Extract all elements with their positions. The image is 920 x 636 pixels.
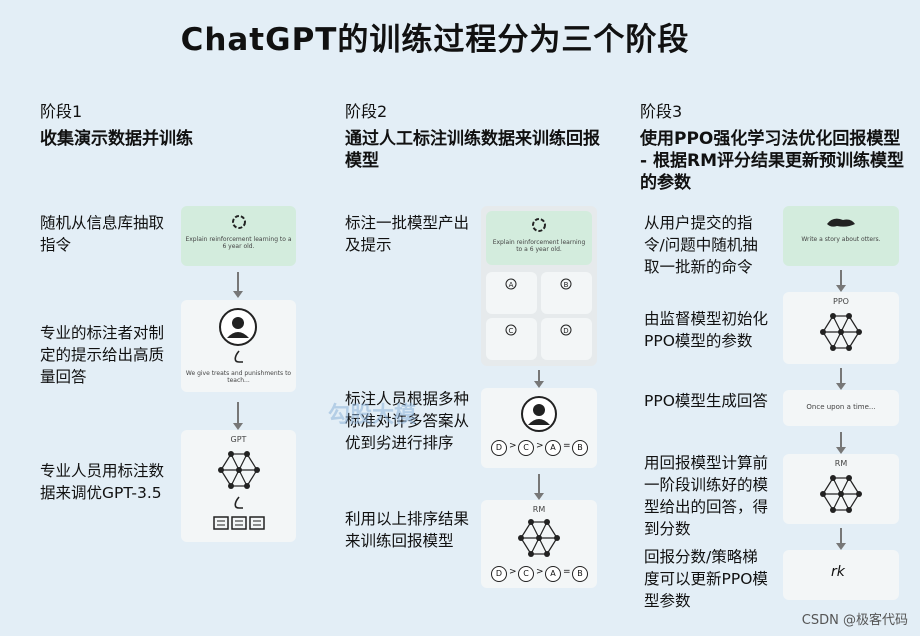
stage3-step1: 从用户提交的指令/问题中随机抽取一批新的命令 <box>644 214 758 276</box>
ranking-row: D>C>A=B <box>491 440 588 456</box>
watermark-text: 勾股大模 <box>328 403 417 428</box>
documents-icon <box>213 516 265 530</box>
ppo-output-text: Once upon a time... <box>806 403 876 411</box>
stage3-rm-card: RM <box>783 454 899 524</box>
rank-letter-b: B <box>572 440 588 456</box>
pencil-icon <box>234 350 243 363</box>
rank-letter-d: D <box>491 566 507 582</box>
stage2-prompt-card: Explain reinforcement learning to a 6 ye… <box>486 211 592 265</box>
reward-label: rk <box>831 564 845 580</box>
rank-separator: > <box>536 567 544 577</box>
stage2-step1: 标注一批模型产出及提示 <box>345 214 470 254</box>
rank-letter-a: A <box>545 566 561 582</box>
openai-icon <box>532 218 546 232</box>
stage2-prompt-text: Explain reinforcement learning to a 6 ye… <box>492 239 586 253</box>
neural-net-icon <box>820 475 862 513</box>
label-a-icon: A <box>505 278 517 290</box>
output-c: C <box>486 318 537 360</box>
stage3-output-card: Once upon a time... <box>783 390 899 426</box>
stage1-heading: 收集演示数据并训练 <box>40 129 193 149</box>
stage3-step2: 由监督模型初始化PPO模型的参数 <box>644 310 769 350</box>
output-d: D <box>541 318 592 360</box>
arrow <box>836 368 846 390</box>
rank-letter-a: A <box>545 440 561 456</box>
arrow <box>233 272 243 298</box>
stage3-heading: 使用PPO强化学习法优化回报模型 - 根据RM评分结果更新预训练模型的参数 <box>640 129 904 193</box>
person-icon <box>219 308 257 346</box>
stage3-reward-card: rk <box>783 550 899 600</box>
page-title: ChatGPT的训练过程分为三个阶段 <box>180 22 690 58</box>
svg-text:A: A <box>509 281 514 289</box>
rank-letter-d: D <box>491 440 507 456</box>
stage1-model-card: GPT <box>181 430 296 542</box>
stage3-ppo-card: PPO <box>783 292 899 364</box>
rank-separator: > <box>509 441 517 451</box>
rank-separator: = <box>563 441 571 451</box>
svg-text:C: C <box>509 327 514 335</box>
stage3-step5: 回报分数/策略梯度可以更新PPO模型参数 <box>644 548 768 610</box>
stage3-step4: 用回报模型计算前一阶段训练好的模型给出的回答，得到分数 <box>644 454 769 538</box>
arrow <box>836 270 846 292</box>
neural-net-icon <box>820 313 862 351</box>
arrow <box>836 528 846 550</box>
rank-separator: > <box>509 567 517 577</box>
ranking-row: D>C>A=B <box>491 566 588 582</box>
stage1-prompt-text: Explain reinforcement learning to a 6 ye… <box>185 236 292 250</box>
stage1-model-label: GPT <box>230 435 247 444</box>
pencil-icon <box>234 496 243 509</box>
rank-separator: = <box>563 567 571 577</box>
stage1-answer-text: We give treats and punishments to teach.… <box>185 370 292 384</box>
stage2-heading: 通过人工标注训练数据来训练回报模型 <box>345 129 600 171</box>
neural-net-icon <box>518 519 560 557</box>
stage3-label: 阶段3 <box>640 102 683 121</box>
output-b: B <box>541 272 592 314</box>
arrow <box>836 432 846 454</box>
svg-text:B: B <box>564 281 569 289</box>
rank-letter-c: C <box>518 566 534 582</box>
stage1-step1: 随机从信息库抽取指令 <box>40 214 165 254</box>
arrow <box>534 474 544 500</box>
stage2-step3: 利用以上排序结果来训练回报模型 <box>345 510 470 550</box>
stage3-prompt-card: Write a story about otters. <box>783 206 899 266</box>
stage3-step3: PPO模型生成回答 <box>644 392 768 410</box>
stage2-step2: 标注人员根据多种标准对许多答案从优到劣进行排序 <box>345 390 470 452</box>
stage3-prompt-text: Write a story about otters. <box>801 236 881 243</box>
neural-net-icon <box>218 451 260 489</box>
label-b-icon: B <box>560 278 572 290</box>
stage2-outputs-card: Explain reinforcement learning to a 6 ye… <box>481 206 597 366</box>
arrow <box>534 370 544 388</box>
footer-credit: CSDN @极客代码 <box>801 613 908 628</box>
stage1-label: 阶段1 <box>40 102 83 121</box>
stage2-rank-card: D>C>A=B <box>481 388 597 468</box>
otter-icon <box>827 218 855 227</box>
stage2-label: 阶段2 <box>345 102 388 121</box>
stage1-prompt-card: Explain reinforcement learning to a 6 ye… <box>181 206 296 266</box>
stage1-step3: 专业人员用标注数据来调优GPT-3.5 <box>40 462 165 502</box>
openai-icon <box>232 215 246 229</box>
person-icon <box>521 396 557 432</box>
label-d-icon: D <box>560 324 572 336</box>
stage2-rm-card: RM D>C>A=B <box>481 500 597 588</box>
arrow <box>233 402 243 430</box>
stage1-step2: 专业的标注者对制定的提示给出高质量回答 <box>40 324 165 386</box>
stage1-demo-card: We give treats and punishments to teach.… <box>181 300 296 392</box>
output-a: A <box>486 272 537 314</box>
rank-separator: > <box>536 441 544 451</box>
svg-text:D: D <box>563 327 568 335</box>
rank-letter-b: B <box>572 566 588 582</box>
stage2-model-label: RM <box>532 505 546 514</box>
label-c-icon: C <box>505 324 517 336</box>
rank-letter-c: C <box>518 440 534 456</box>
ppo-label: PPO <box>833 297 849 306</box>
stage3-model-label: RM <box>834 459 848 468</box>
